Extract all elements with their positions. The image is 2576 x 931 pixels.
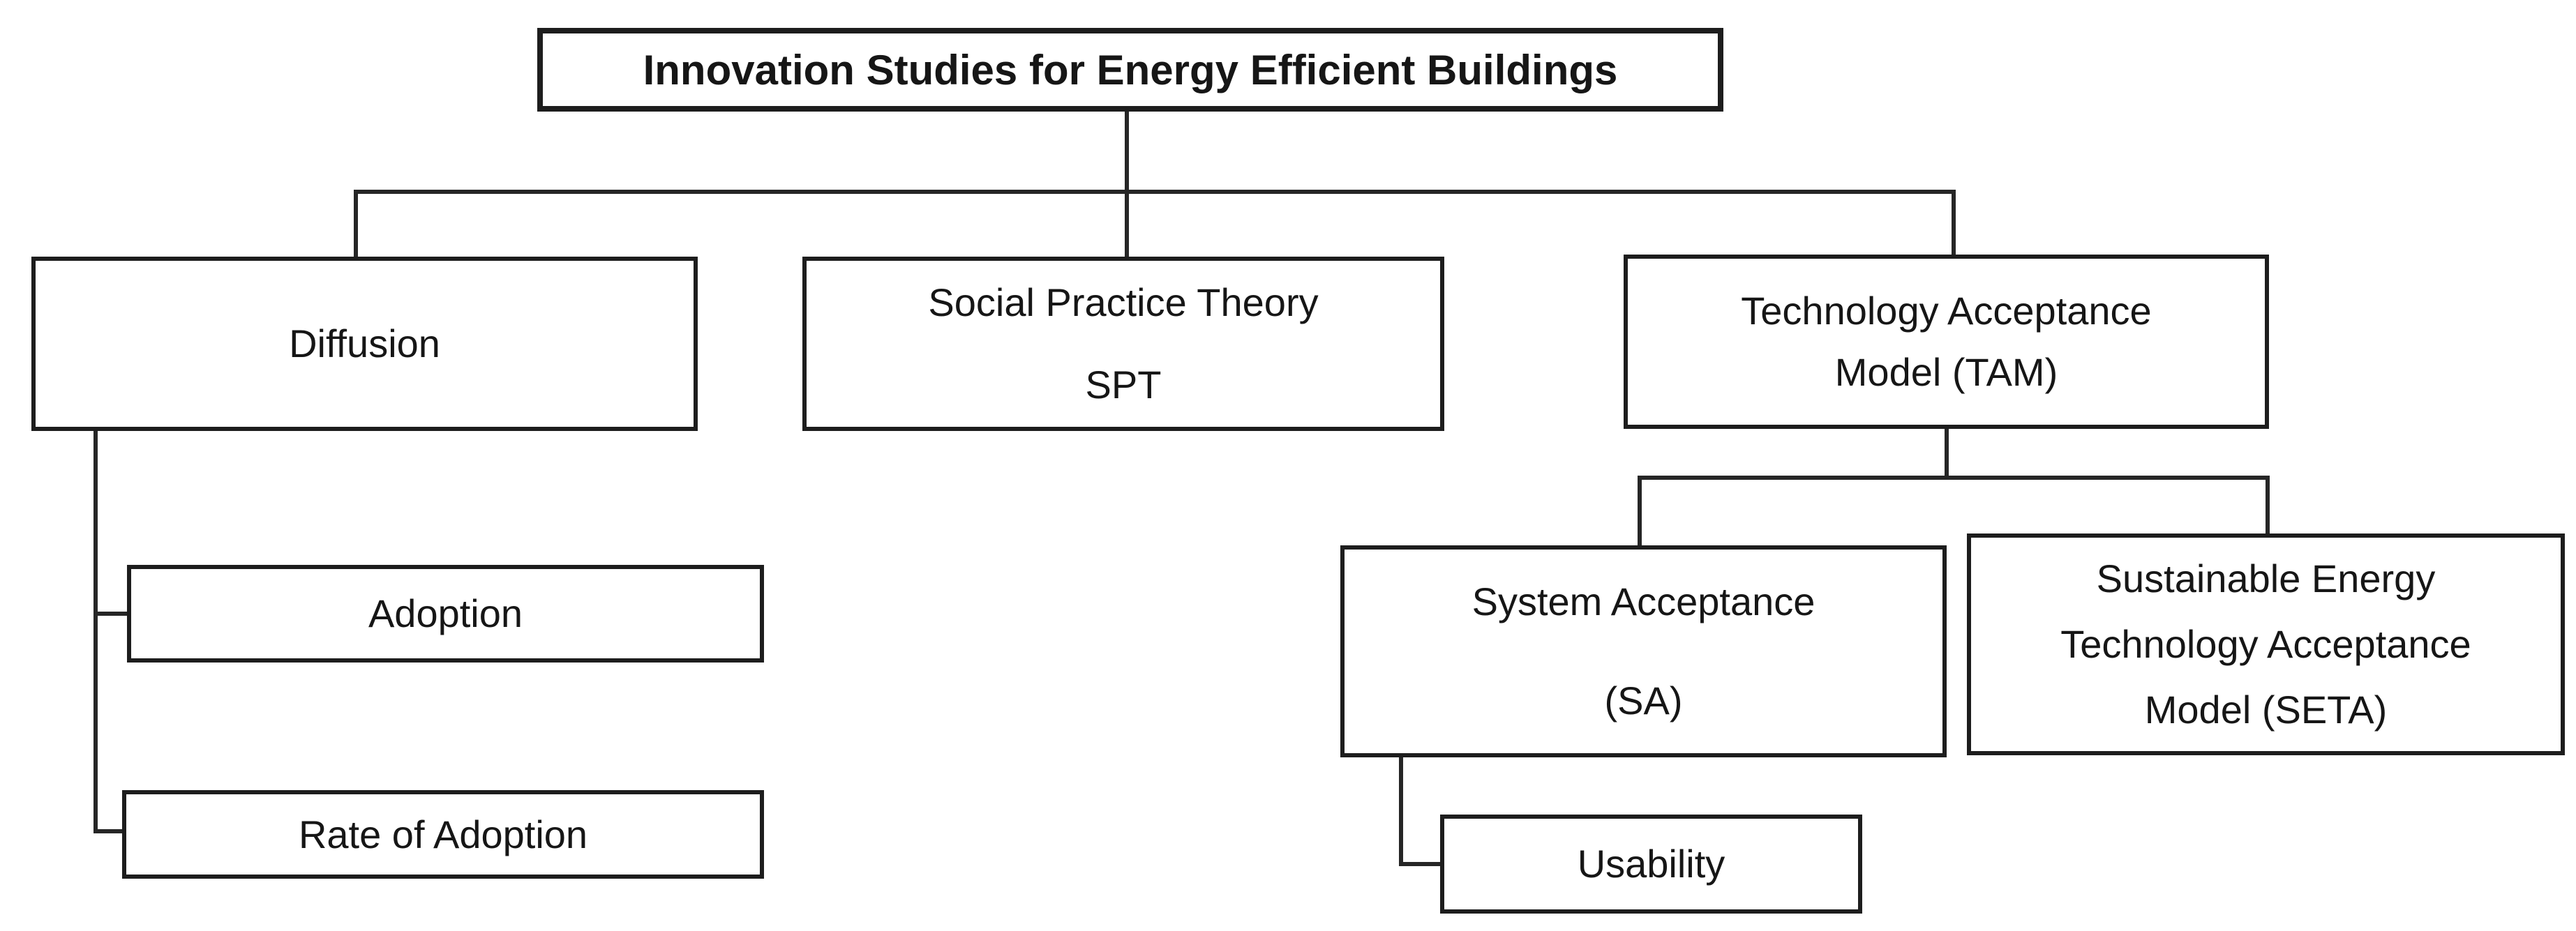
node-adoption: Adoption — [127, 565, 764, 663]
node-tam-line2: Model (TAM) — [1834, 350, 2058, 394]
node-usability: Usability — [1440, 815, 1862, 914]
node-system-acceptance: System Acceptance (SA) — [1340, 545, 1947, 757]
node-sa-title: System Acceptance — [1472, 580, 1815, 623]
node-seta-line3: Model (SETA) — [2144, 688, 2388, 732]
node-rate-of-adoption: Rate of Adoption — [122, 790, 764, 879]
edge-sa-to-usability — [1399, 755, 1442, 866]
node-innovation-studies: Innovation Studies for Energy Efficient … — [537, 28, 1723, 112]
node-social-practice-theory: Social Practice Theory SPT — [802, 257, 1444, 431]
node-seta-line1: Sustainable Energy — [2096, 557, 2436, 600]
node-seta-line2: Technology Acceptance — [2060, 622, 2471, 666]
node-tam-line1: Technology Acceptance — [1741, 289, 2152, 333]
node-spt-abbr: SPT — [1085, 363, 1162, 407]
node-technology-acceptance-model: Technology Acceptance Model (TAM) — [1624, 255, 2269, 429]
node-diffusion: Diffusion — [31, 257, 698, 431]
node-seta-model: Sustainable Energy Technology Acceptance… — [1967, 533, 2565, 755]
node-spt-title: Social Practice Theory — [928, 280, 1319, 324]
node-sa-abbr: (SA) — [1604, 679, 1683, 722]
